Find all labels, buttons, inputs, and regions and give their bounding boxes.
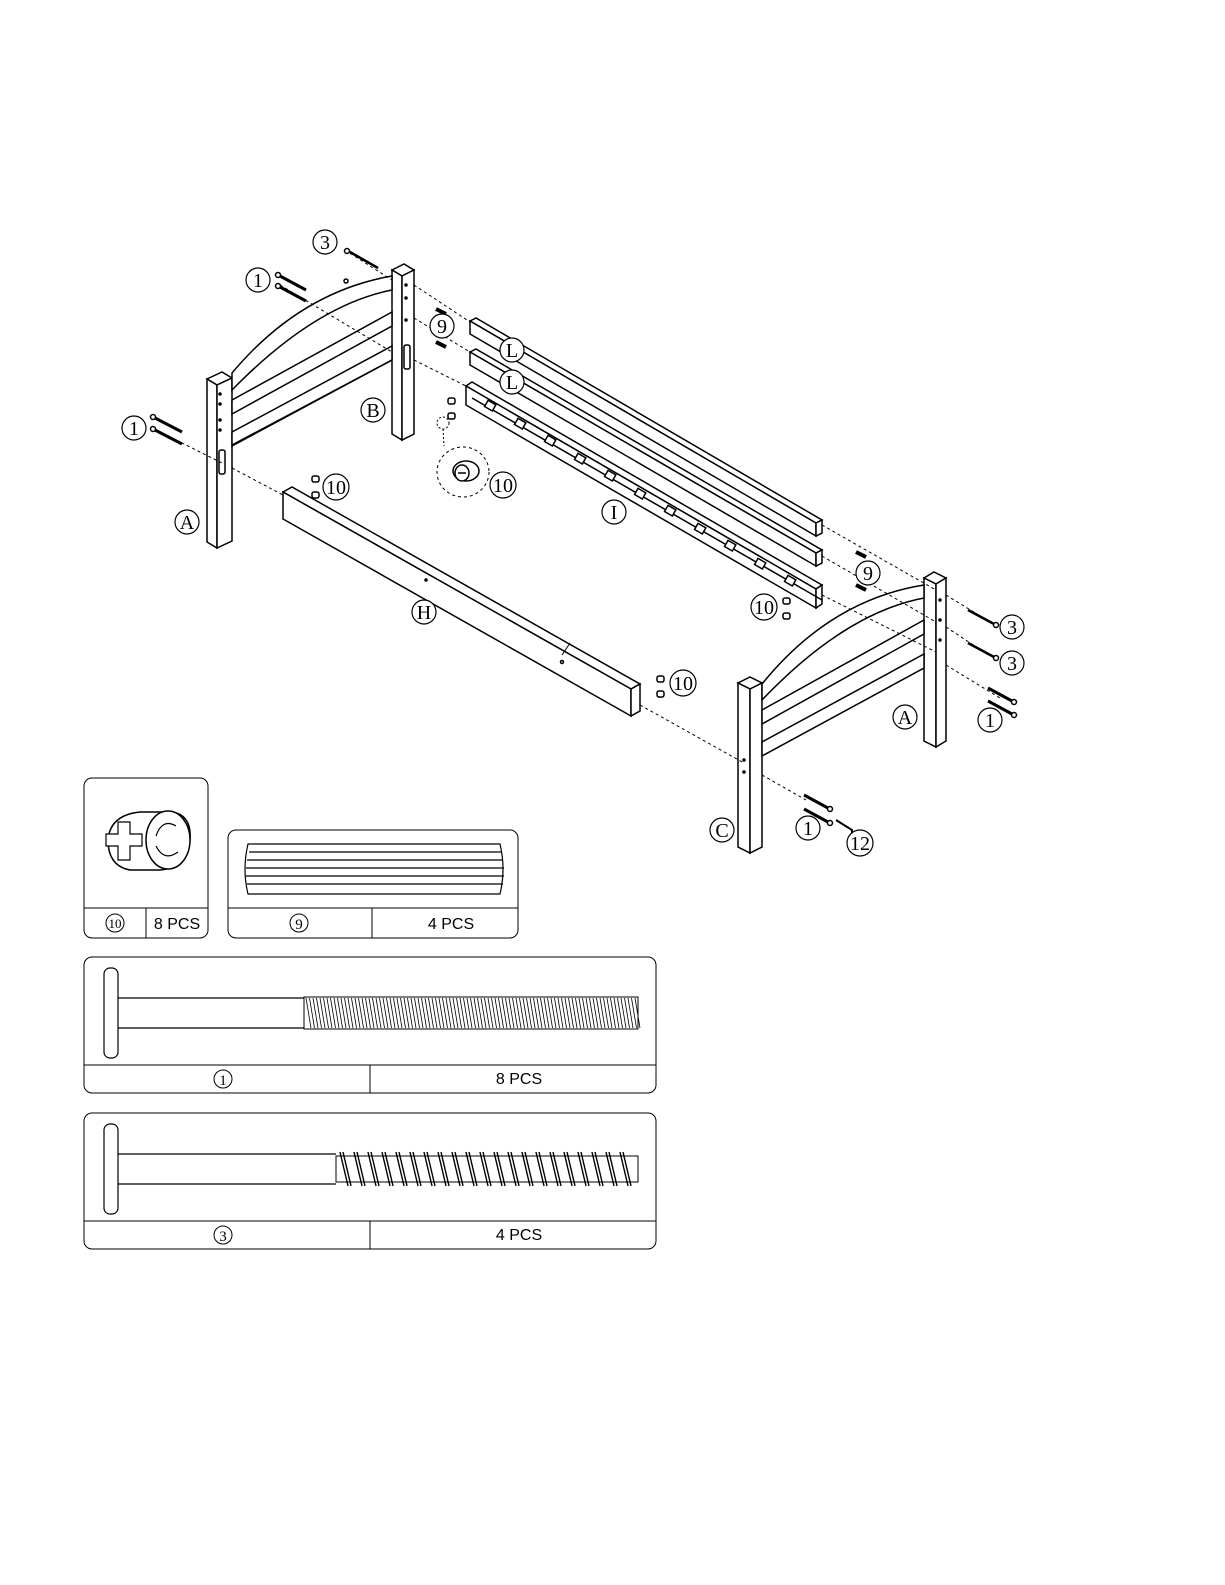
legend-dowel-qty: 4 PCS (428, 916, 474, 933)
legend-screw-qty: 4 PCS (496, 1227, 542, 1244)
legend-screw: 3 4 PCS (84, 1113, 656, 1249)
label-part-c: C (715, 820, 728, 842)
dowel-icon (245, 844, 504, 894)
label-part-b: B (366, 400, 379, 422)
post-a-right (924, 572, 946, 747)
label-part-a-left: A (180, 512, 195, 534)
legend-cam-nut: 10 8 PCS (84, 778, 208, 938)
post-c (738, 677, 762, 853)
callout-3-right-lower: 3 (1007, 653, 1017, 675)
cam-nut-icon (106, 811, 190, 870)
callout-10-magnifier: 10 (493, 475, 513, 497)
legend-dowel-number: 9 (295, 917, 303, 933)
legend-dowel: 9 4 PCS (228, 830, 518, 938)
post-b (392, 264, 414, 440)
label-part-h: H (417, 602, 431, 624)
callout-10-right: 10 (673, 673, 693, 695)
legend-bolt: 1 8 PCS (84, 957, 656, 1093)
callout-10-left: 10 (326, 477, 346, 499)
post-a-left (207, 372, 232, 548)
legend-screw-number: 3 (219, 1229, 227, 1245)
legend-cam-number: 10 (109, 916, 122, 931)
callout-1-left: 1 (129, 418, 139, 440)
callout-10-rail-i: 10 (754, 597, 774, 619)
front-rail-h (283, 487, 640, 716)
label-part-l-lower: L (506, 372, 518, 394)
label-part-l-upper: L (506, 340, 518, 362)
legend-bolt-number: 1 (219, 1073, 227, 1089)
callout-3-top: 3 (320, 232, 330, 254)
callouts: 3 1 1 B A 9 L L 10 10 I H 9 10 3 3 A 1 1… (122, 230, 1024, 856)
legend-bolt-qty: 8 PCS (496, 1071, 542, 1088)
bolt-icon (104, 968, 638, 1058)
screw-icon (104, 1124, 638, 1214)
callout-12-allen-key: 12 (850, 833, 870, 855)
label-part-i: I (611, 502, 618, 524)
callout-1-top-left: 1 (253, 270, 263, 292)
callout-1-right: 1 (985, 710, 995, 732)
callout-3-right-upper: 3 (1007, 617, 1017, 639)
label-part-a-right: A (898, 707, 913, 729)
legend-cam-qty: 8 PCS (154, 916, 200, 933)
callout-9-left: 9 (437, 316, 447, 338)
callout-9-right: 9 (863, 563, 873, 585)
cam-nut-magnifier (437, 417, 489, 497)
callout-1-bottom: 1 (803, 818, 813, 840)
